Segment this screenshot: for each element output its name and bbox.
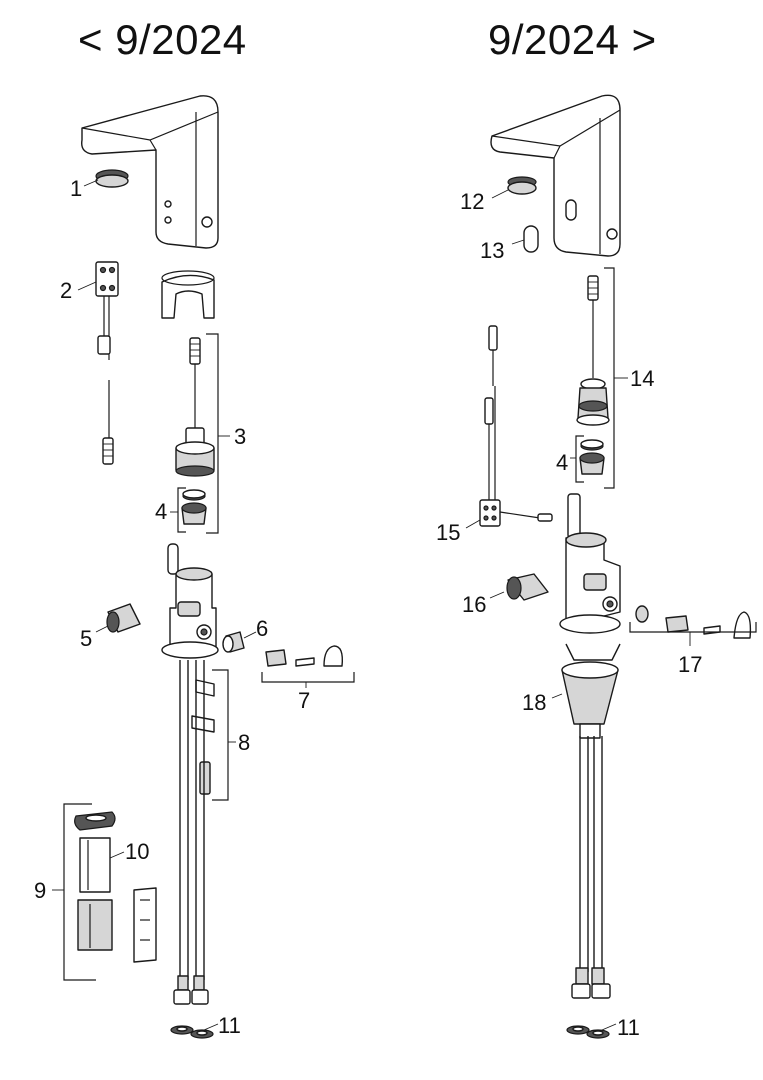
aerator-part-12 [491, 176, 537, 199]
seals-part-11-right [566, 1023, 617, 1039]
valve-body-left [161, 543, 219, 659]
callout-11-right: 11 [617, 1015, 640, 1040]
cartridge-part-5 [95, 603, 141, 633]
callout-5: 5 [80, 626, 92, 651]
callout-6: 6 [256, 616, 268, 641]
faucet-body-left [81, 95, 219, 249]
lever-set-part-17 [629, 605, 757, 646]
callout-7: 7 [298, 688, 310, 713]
mounting-part-18 [551, 643, 621, 739]
bracket-part-14 [604, 267, 615, 489]
aerator-part-1 [83, 169, 129, 188]
supply-hoses-right [571, 736, 611, 999]
callout-14: 14 [630, 366, 654, 391]
valve-body-right [559, 493, 621, 634]
callout-4-left: 4 [155, 499, 167, 524]
callout-10: 10 [125, 839, 149, 864]
callout-2: 2 [60, 278, 72, 303]
bracket-part-4-left [177, 487, 186, 533]
filter-part-4-right [579, 439, 605, 475]
callout-8: 8 [238, 730, 250, 755]
faucet-body-right [490, 94, 621, 257]
callout-3: 3 [234, 424, 246, 449]
cartridge-part-16 [489, 573, 549, 601]
callout-17: 17 [678, 652, 702, 677]
solenoid-valve-part-3 [175, 337, 215, 477]
nut-part-6 [222, 631, 257, 653]
callout-11-left: 11 [218, 1013, 241, 1038]
sensor-window-part-13 [511, 225, 539, 253]
callout-18: 18 [522, 690, 546, 715]
seals-part-11-left [170, 1023, 219, 1039]
clip-sleeve [161, 270, 215, 319]
battery-set-part-9 [52, 803, 157, 981]
filter-part-4-left [181, 489, 207, 525]
mounting-set-part-8 [191, 679, 215, 795]
version-heading-before: < 9/2024 [78, 16, 247, 63]
callout-15: 15 [436, 520, 460, 545]
lever-set-part-7 [261, 645, 355, 688]
supply-hoses-left [173, 660, 209, 1005]
callout-1: 1 [70, 176, 82, 201]
callout-4-right: 4 [556, 450, 568, 475]
solenoid-valve-part-14 [576, 275, 610, 426]
callout-12: 12 [460, 189, 484, 214]
version-heading-after: 9/2024 > [488, 16, 657, 63]
bracket-part-3 [206, 333, 219, 534]
callout-13: 13 [480, 238, 504, 263]
electronics-module-part-2 [77, 261, 119, 465]
callout-9: 9 [34, 878, 46, 903]
callout-16: 16 [462, 592, 486, 617]
electronics-module-part-15 [465, 325, 553, 529]
bracket-part-4-right [575, 435, 584, 483]
bracket-part-8 [212, 669, 229, 801]
